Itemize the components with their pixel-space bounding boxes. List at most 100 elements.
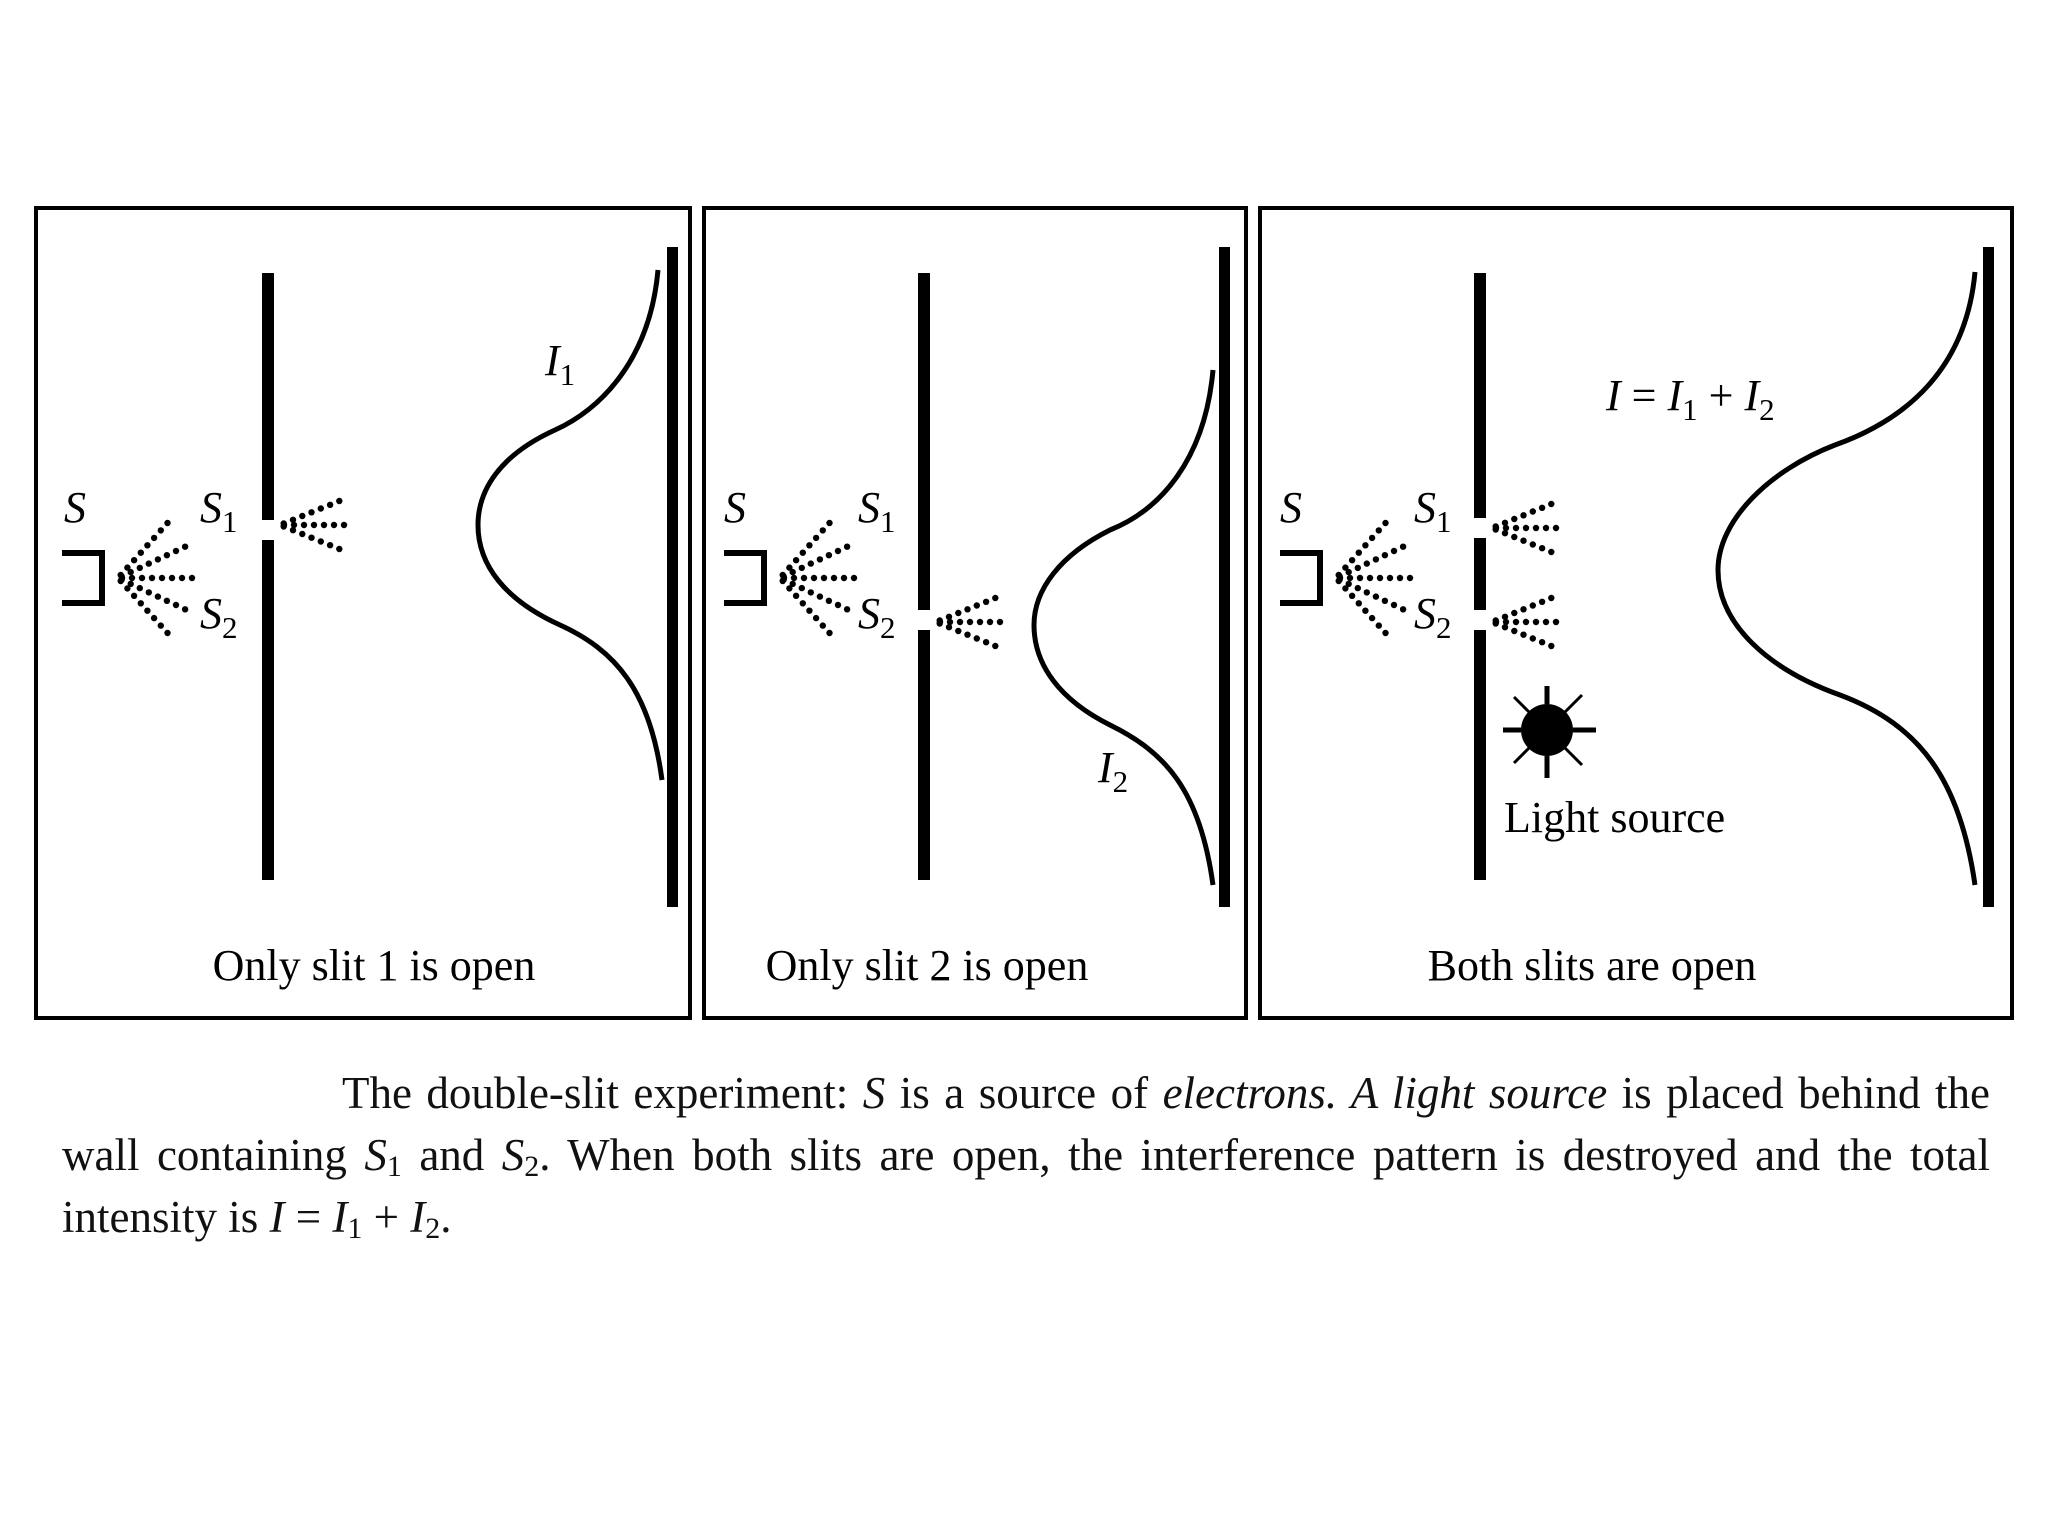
slit-rays: [1492, 500, 1560, 556]
electron-dot: [290, 521, 298, 529]
electron-dot: [786, 564, 793, 571]
electron-dot: [1492, 526, 1499, 533]
electron-dot: [964, 631, 971, 638]
electron-dot: [299, 512, 306, 520]
electron-dot: [1529, 508, 1537, 515]
electron-dot: [136, 564, 143, 572]
electron-dot: [144, 607, 151, 614]
electron-dot: [1390, 601, 1398, 609]
electron-dot: [955, 609, 962, 617]
electron-dot: [1529, 635, 1537, 642]
electron-dot: [1501, 519, 1509, 526]
electron-dot: [792, 592, 800, 599]
electron-dot: [945, 624, 953, 631]
electron-dot: [798, 584, 805, 592]
electron-dot: [336, 545, 343, 553]
electron-dot: [810, 574, 818, 582]
electron-dot: [986, 618, 994, 626]
electron-dot: [1501, 530, 1509, 537]
electron-dot: [1501, 624, 1509, 631]
electron-dot: [825, 552, 833, 559]
electron-dot: [812, 534, 820, 542]
electron-source-icon: [724, 550, 767, 606]
electron-dot: [145, 589, 152, 596]
electron-dot: [154, 556, 162, 563]
electron-dot: [1520, 512, 1527, 519]
electron-dot: [1381, 552, 1389, 559]
electron-dot: [1372, 593, 1380, 600]
electron-dot: [326, 501, 334, 508]
electron-dot: [1348, 557, 1356, 564]
electron-dot: [148, 574, 156, 582]
electron-dot: [1529, 602, 1537, 609]
electron-dot: [1368, 614, 1376, 622]
electron-dot: [816, 556, 824, 563]
electron-dot: [1538, 639, 1546, 646]
intensity-curve-label: I2: [1097, 743, 1128, 799]
electron-dot: [130, 592, 138, 599]
electron-dot: [956, 618, 964, 626]
electron-dot: [812, 614, 820, 622]
electron-dot: [945, 613, 953, 620]
electron-dot: [308, 509, 315, 516]
electron-dot: [1511, 609, 1518, 617]
electron-dot: [1345, 580, 1352, 588]
electron-dot: [181, 606, 189, 613]
slit-1-label: S1: [858, 483, 896, 539]
panel-frame: [702, 206, 1248, 1020]
panel-frame: [34, 206, 692, 1020]
electron-dot: [124, 564, 131, 571]
electron-dot: [138, 574, 146, 582]
panel-both-slits: S S1 S2 Light source I = I1 + I2: [1258, 206, 2014, 1020]
electron-dot: [1520, 537, 1527, 544]
electron-dot: [300, 521, 308, 529]
slit-rays: [280, 497, 348, 553]
electron-dot: [1362, 607, 1369, 614]
electron-dot: [1382, 519, 1389, 527]
electron-dot: [310, 521, 318, 529]
panel-slit-2: S S1 S2 I2 Only slit 2 is open: [702, 206, 1248, 1020]
electron-dot: [128, 574, 136, 582]
electron-dot: [1354, 584, 1362, 592]
electron-dot: [188, 574, 196, 582]
electron-dot: [1548, 594, 1555, 602]
electron-dot: [1345, 568, 1352, 576]
source-label: S: [64, 483, 86, 532]
electron-dot: [1372, 556, 1380, 563]
intensity-curve: [1031, 369, 1216, 886]
electron-dot: [280, 523, 287, 530]
caption-line-1: The double-slit experiment: S is a sourc…: [62, 1068, 1990, 1245]
electron-dot: [1552, 618, 1560, 626]
electron-dot: [1354, 564, 1362, 572]
electron-dot: [982, 598, 990, 605]
electron-dot: [157, 622, 164, 629]
electron-dot: [127, 568, 134, 576]
electron-dot: [1512, 618, 1520, 626]
slit-2-label: S2: [858, 589, 896, 645]
electron-dot: [1522, 618, 1530, 626]
intensity-sum-label: I = I1 + I2: [1605, 371, 1775, 430]
electron-dot: [137, 549, 144, 556]
electron-source-icon: [1280, 550, 1323, 606]
electron-dot: [289, 516, 297, 523]
electron-source-icon: [62, 550, 105, 606]
electron-dot: [1381, 597, 1389, 604]
electron-dot: [816, 593, 824, 600]
electron-dot: [826, 519, 833, 527]
electron-dot: [1375, 622, 1383, 629]
electron-dot: [992, 642, 999, 650]
electron-dot: [130, 557, 138, 564]
electron-dot: [973, 602, 980, 609]
barrier-wall: [1474, 630, 1486, 880]
electron-dot: [964, 606, 971, 613]
electron-dot: [1399, 543, 1407, 550]
light-source-label: Light source: [1504, 793, 1725, 842]
electron-dot: [172, 601, 180, 609]
electron-dot: [1355, 549, 1363, 556]
electron-dot: [806, 607, 813, 614]
electron-dot: [1542, 618, 1550, 626]
electron-dot: [1362, 542, 1369, 549]
electron-dot: [1346, 574, 1354, 582]
electron-dot: [145, 560, 152, 567]
electron-dot: [1542, 524, 1550, 532]
